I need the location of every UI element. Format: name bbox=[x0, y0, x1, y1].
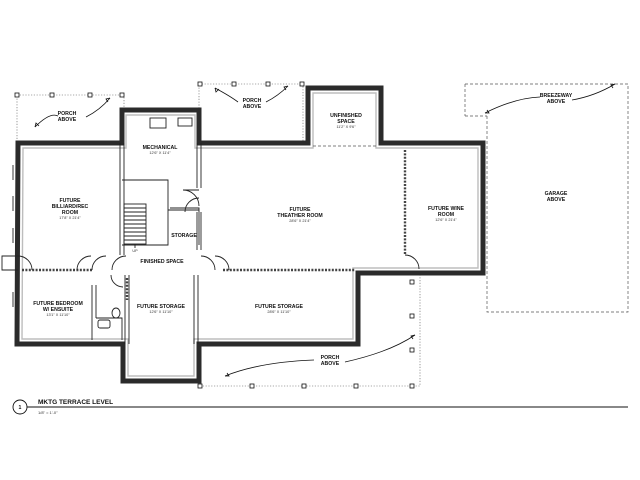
bath-fixtures bbox=[97, 117, 193, 329]
billiard-name-3: ROOM bbox=[62, 210, 78, 216]
porch-bottom-outline bbox=[200, 275, 421, 387]
garage-outline bbox=[464, 83, 629, 313]
labels-rooms: FUTURE BILLIARD/REC ROOM 17'8" X 21'4" M… bbox=[33, 113, 568, 317]
storage-2-dims: 28'6" X 11'10" bbox=[267, 310, 291, 314]
porch-bottom-label-1: PORCH bbox=[321, 355, 340, 361]
wine-dims: 12'6" X 21'4" bbox=[435, 218, 457, 222]
billiard-name-2: BILLIARD/REC bbox=[52, 204, 89, 210]
porch-left-label-1: PORCH bbox=[58, 111, 77, 117]
theater-dims: 28'6" X 21'4" bbox=[289, 219, 311, 223]
porch-posts bbox=[14, 81, 415, 389]
bedroom-name-1: FUTURE BEDROOM bbox=[33, 301, 83, 307]
stair bbox=[123, 203, 147, 248]
unfinished-name-2: SPACE bbox=[337, 119, 355, 125]
drawing-scale: 1/8" = 1'-0" bbox=[38, 410, 58, 415]
porch-mid-outline bbox=[198, 83, 304, 143]
exterior-walls bbox=[14, 85, 486, 384]
porch-mid-label-2: ABOVE bbox=[243, 104, 262, 110]
mechanical-dims: 12'6" X 11'4" bbox=[149, 151, 171, 155]
storage-small-name: STORAGE bbox=[171, 233, 197, 239]
unfinished-dims: 11'2" X 9'6" bbox=[336, 125, 356, 129]
labels-annotations: PORCH ABOVE PORCH ABOVE PORCH ABOVE BREE… bbox=[58, 93, 573, 367]
wine-name-2: ROOM bbox=[438, 212, 454, 218]
porch-mid-label-1: PORCH bbox=[243, 98, 262, 104]
storage-1-name: FUTURE STORAGE bbox=[137, 304, 186, 310]
billiard-dims: 17'8" X 21'4" bbox=[59, 216, 81, 220]
porch-left-outline bbox=[16, 94, 125, 144]
billiard-name-1: FUTURE bbox=[59, 198, 81, 204]
finished-space-name: FINISHED SPACE bbox=[140, 259, 184, 265]
drawing-number: 1 bbox=[19, 405, 22, 411]
garage-name-1: GARAGE bbox=[545, 191, 568, 197]
stair-up-label: UP bbox=[132, 249, 138, 253]
storage-2-name: FUTURE STORAGE bbox=[255, 304, 304, 310]
bedroom-dims: 13'1" X 11'10" bbox=[46, 313, 70, 317]
drawing-title-block: 1 MKTG TERRACE LEVEL 1/8" = 1'-0" bbox=[12, 399, 628, 415]
theater-name-1: FUTURE bbox=[289, 207, 311, 213]
porch-bottom-label-2: ABOVE bbox=[321, 361, 340, 367]
annotation-arrows bbox=[34, 83, 616, 377]
drawing-title: MKTG TERRACE LEVEL bbox=[38, 399, 113, 406]
future-walls bbox=[22, 150, 407, 300]
storage-1-dims: 12'6" X 11'10" bbox=[149, 310, 173, 314]
interior-walls bbox=[91, 143, 376, 344]
bedroom-name-2: W/ ENSUITE bbox=[43, 307, 74, 313]
wine-name-1: FUTURE WINE bbox=[428, 206, 465, 212]
garage-name-2: ABOVE bbox=[547, 197, 566, 203]
breezeway-label-2: ABOVE bbox=[547, 99, 566, 105]
breezeway-label-1: BREEZEWAY bbox=[540, 93, 573, 99]
theater-name-2: THEATHER ROOM bbox=[277, 213, 322, 219]
mechanical-name: MECHANICAL bbox=[143, 145, 179, 151]
door-swings bbox=[1, 189, 420, 288]
unfinished-name-1: UNFINISHED bbox=[330, 113, 362, 119]
porch-left-label-2: ABOVE bbox=[58, 117, 77, 123]
